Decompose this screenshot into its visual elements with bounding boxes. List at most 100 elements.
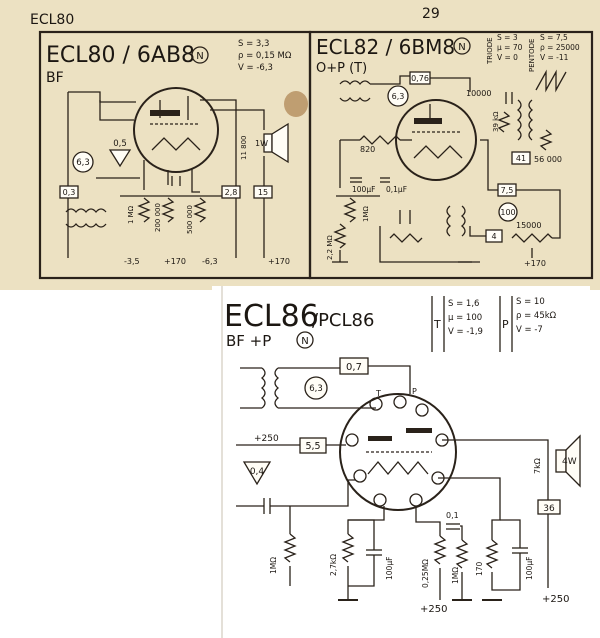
ecl86-box-b36: 36 xyxy=(537,499,561,515)
ecl82-box-b1: 0,76 xyxy=(409,71,431,85)
stain xyxy=(284,91,308,117)
ecl80-spec-v: V = -6,3 xyxy=(238,63,273,73)
ecl82-badge: N xyxy=(453,37,471,55)
ecl80-box-b1-value: 0,3 xyxy=(63,188,76,197)
ecl82-pentode-rho: ρ = 25000 xyxy=(540,43,580,52)
ecl80-rail-4: +170 xyxy=(268,257,290,266)
ecl80-grid-drive: 0,5 xyxy=(108,139,132,168)
ecl82-rail: +170 xyxy=(524,259,546,268)
ecl86-box-b55-value: 5,5 xyxy=(305,441,320,452)
ecl80-resistor-2 xyxy=(161,197,175,223)
ecl82-c100u: 100μF xyxy=(352,185,375,194)
ecl80-title: ECL80 / 6AB8 xyxy=(46,43,195,68)
ecl82-pentode-v: V = -11 xyxy=(540,53,569,62)
ecl80-box-b2-value: 2,8 xyxy=(225,188,238,197)
ecl82-title: ECL82 / 6BM8 xyxy=(316,35,455,59)
ecl82-panel: ECL82 / 6BM8 N O+P (T) TRIODE S = 3 μ = … xyxy=(308,30,594,280)
ecl86-box-b07-value: 0,7 xyxy=(346,362,362,373)
ecl82-transformer xyxy=(339,80,371,86)
ecl86-rail-in: +250 xyxy=(254,434,279,444)
ecl82-badge-text: N xyxy=(458,42,465,53)
ecl82-box-b41-value: 41 xyxy=(516,154,526,163)
ecl80-box-b1: 0,3 xyxy=(59,185,79,199)
ecl86-r1m-b: 1MΩ xyxy=(451,567,460,584)
ecl82-resistor-39k xyxy=(497,111,511,133)
ecl86-t-v: V = -1,9 xyxy=(448,327,483,337)
ecl86-t-mu: μ = 100 xyxy=(448,313,482,323)
ecl80-speaker-value: 1W xyxy=(255,139,268,148)
ecl86-rail-b: +250 xyxy=(542,594,569,605)
ecl86-resistor-1m-b xyxy=(455,539,469,569)
ecl86-pin-t: T xyxy=(375,389,381,398)
ecl86-t-label: T xyxy=(433,318,441,331)
ecl82-r820: 820 xyxy=(360,145,375,154)
ecl86-rail-a: +250 xyxy=(420,604,447,615)
ecl86-grid-drive: 0,4 xyxy=(242,461,272,486)
ecl80-badge-text: N xyxy=(196,51,203,62)
ecl80-resistor-3 xyxy=(193,197,207,223)
ecl82-c01u: 0,1μF xyxy=(386,185,407,194)
ecl82-out-transformer xyxy=(446,205,452,237)
ecl82-box-b41: 41 xyxy=(511,151,531,165)
ecl86-heater-value: 6,3 xyxy=(309,384,323,394)
ecl86-badge: N xyxy=(296,331,314,349)
ecl80-r1: 1 MΩ xyxy=(127,205,135,224)
ecl86-resistor-27k xyxy=(341,533,355,563)
ecl86-p-s: S = 10 xyxy=(516,297,545,307)
ecl82-box-b4-value: 4 xyxy=(491,232,496,241)
ecl86-speaker: 4W xyxy=(555,434,581,488)
ecl82-triode-v: V = 0 xyxy=(497,53,518,62)
ecl86-speaker-value: 4W xyxy=(562,457,577,467)
ecl86-resistor-1m-a xyxy=(283,533,297,563)
ecl82-triode-mu: μ = 70 xyxy=(497,43,523,52)
ecl80-spec-rho: ρ = 0,15 MΩ xyxy=(238,51,292,61)
ecl82-class: O+P (T) xyxy=(316,61,367,76)
ecl80-tube xyxy=(133,87,219,173)
ecl82-resistor-1m xyxy=(343,197,357,223)
page-number: 29 xyxy=(422,6,440,22)
ecl86-heater: 6,3 xyxy=(304,376,328,400)
ecl86-panel: ECL86 /PCL86 BF +P N T P S = 1,6 μ = 100… xyxy=(224,296,581,615)
ecl82-resistor-15000 xyxy=(511,233,553,243)
ecl82-triode-label: TRIODE xyxy=(486,37,494,65)
ecl80-box-b3: 15 xyxy=(253,185,273,199)
ecl80-rail-1: -3,5 xyxy=(124,257,140,266)
ecl82-triode-s: S = 3 xyxy=(497,33,518,42)
ecl82-box-b75-value: 7,5 xyxy=(501,186,514,195)
ecl82-r39k: 39 kΩ xyxy=(492,111,500,132)
ecl82-r56000: 56 000 xyxy=(534,155,562,164)
ecl82-r10000: 10000 xyxy=(466,89,491,98)
ecl80-r3: 500 000 xyxy=(186,205,194,234)
ecl80-panel: ECL80 / 6AB8 N BF S = 3,3 ρ = 0,15 MΩ V … xyxy=(38,30,312,280)
ecl86-badge-text: N xyxy=(301,336,308,347)
ecl80-rail-2: +170 xyxy=(164,257,186,266)
ecl80-rail-3: -6,3 xyxy=(202,257,218,266)
ecl86-resistor-025m xyxy=(433,535,447,565)
ecl82-pentode-s: S = 7,5 xyxy=(540,33,568,42)
ecl86-p-label: P xyxy=(502,318,509,331)
ecl80-transformer xyxy=(65,208,107,214)
ecl82-heater-value: 6,3 xyxy=(392,92,405,101)
ecl86-c100u-a: 100μF xyxy=(385,557,394,580)
ecl86-box-b36-value: 36 xyxy=(543,504,555,514)
ecl80-z: 11 800 xyxy=(240,136,248,161)
ecl86-c100u-b: 100μF xyxy=(525,557,534,580)
ecl82-tube xyxy=(395,99,477,181)
ecl86-r025m: 0,25MΩ xyxy=(421,559,430,588)
ecl80-grid-value: 0,5 xyxy=(113,139,127,149)
ecl80-speaker: 1W xyxy=(255,122,289,164)
ecl86-r27k: 2,7kΩ xyxy=(329,554,338,576)
ecl82-frame xyxy=(308,30,594,280)
ecl82-circle-b100-value: 100 xyxy=(500,208,515,217)
ecl80-resistor-1 xyxy=(137,197,151,223)
ecl86-box-b55: 5,5 xyxy=(299,437,327,454)
ecl86-c01: 0,1 xyxy=(446,511,459,520)
ecl86-z: 7kΩ xyxy=(533,458,542,474)
ecl82-r1m: 1MΩ xyxy=(362,206,370,222)
ecl82-heater: 6,3 xyxy=(387,85,409,107)
ecl80-spec-s: S = 3,3 xyxy=(238,39,269,49)
ecl80-badge: N xyxy=(191,46,209,64)
ecl80-box-b2: 2,8 xyxy=(221,185,241,199)
ecl82-r22m: 2,2 MΩ xyxy=(326,235,334,260)
